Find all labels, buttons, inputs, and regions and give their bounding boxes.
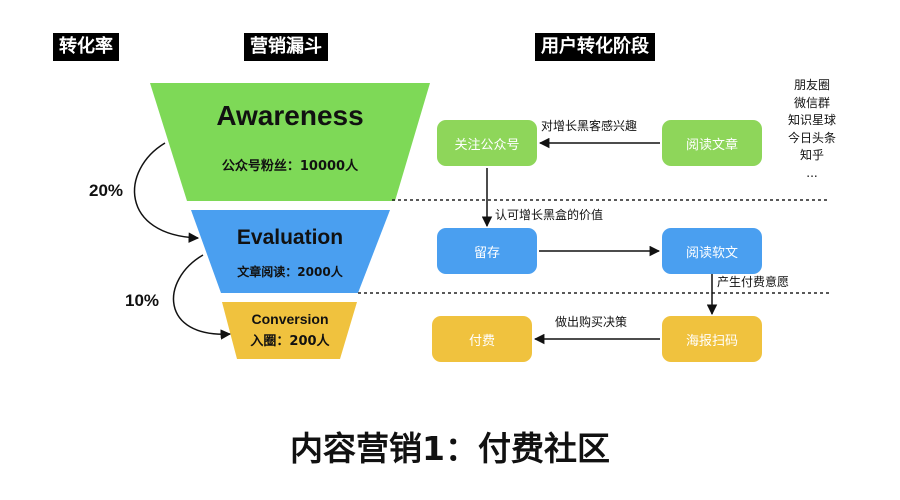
header-conversion-rate: 转化率 xyxy=(53,33,119,61)
funnel-conversion xyxy=(222,302,357,359)
channel-item: 知识星球 xyxy=(787,113,836,127)
conversion-title: Conversion xyxy=(251,311,329,327)
box-retain: 留存 xyxy=(437,228,537,274)
channel-item: 朋友圈 xyxy=(793,78,830,92)
channel-item: 微信群 xyxy=(793,95,830,110)
funnel-awareness xyxy=(150,83,430,201)
rate-label-2: 10% xyxy=(125,291,160,310)
box-read-soft-article: 阅读软文 xyxy=(662,228,762,274)
arrow-label-buy: 做出购买决策 xyxy=(555,315,628,329)
header-user-stages: 用户转化阶段 xyxy=(535,33,655,61)
page-title: 内容营销1：付费社区 xyxy=(290,429,610,468)
arrow-label-intent: 产生付费意愿 xyxy=(717,275,790,289)
conversion-subtitle: 入圈：200人 xyxy=(250,334,330,349)
evaluation-subtitle: 文章阅读：2000人 xyxy=(237,265,343,279)
channel-list: 朋友圈 微信群 知识星球 今日头条 知乎 ... xyxy=(772,77,852,182)
box-follow-account: 关注公众号 xyxy=(437,120,537,166)
rate-label-1: 20% xyxy=(89,181,124,200)
channel-item: 今日头条 xyxy=(787,130,836,145)
evaluation-title: Evaluation xyxy=(236,226,344,249)
rate-arrow-2 xyxy=(172,254,232,340)
arrow-label-value: 认可增长黑盒的价值 xyxy=(495,208,604,222)
box-poster-scan: 海报扫码 xyxy=(662,316,762,362)
funnel-evaluation xyxy=(191,210,390,293)
awareness-subtitle: 公众号粉丝：10000人 xyxy=(221,159,359,174)
box-read-article: 阅读文章 xyxy=(662,120,762,166)
arrow-label-interest: 对增长黑客感兴趣 xyxy=(541,119,638,133)
box-pay: 付费 xyxy=(432,316,532,362)
rate-arrow-1 xyxy=(133,142,200,243)
channel-item: 知乎 xyxy=(799,148,824,162)
channel-item: ... xyxy=(806,165,818,180)
header-marketing-funnel: 营销漏斗 xyxy=(244,33,328,61)
awareness-title: Awareness xyxy=(216,100,364,131)
